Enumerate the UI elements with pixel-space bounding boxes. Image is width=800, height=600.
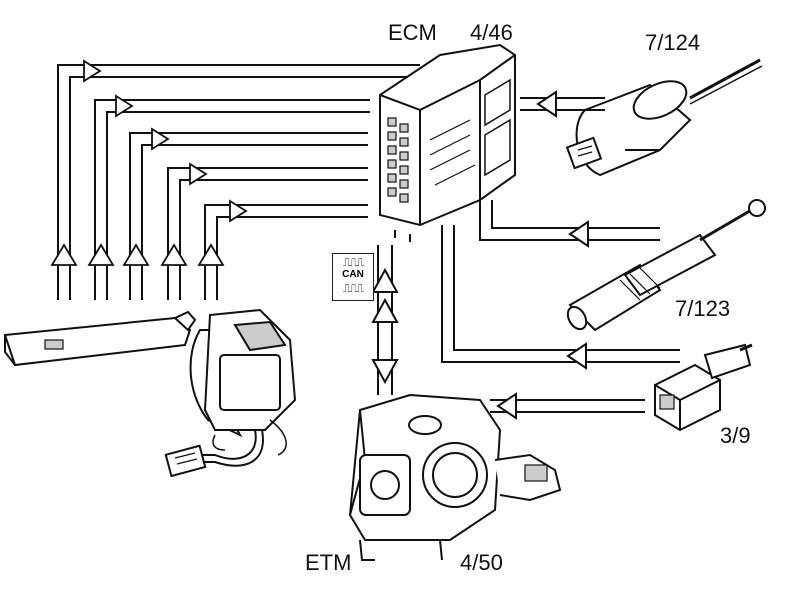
pedal-sensor-7-123 <box>566 199 766 332</box>
switch-3-9 <box>654 343 753 432</box>
etm-part-number: 4/50 <box>460 550 503 575</box>
lever-switch-assembly <box>3 308 297 478</box>
etm-module <box>348 393 562 561</box>
ecm-module <box>379 43 516 242</box>
arrow-switch-to-ecm <box>441 225 680 370</box>
switch-part-number: 3/9 <box>720 423 751 448</box>
can-bus-badge: ⎍⎍⎍ CAN ⎍⎍⎍ <box>332 253 374 301</box>
pulse-wave-icon-lower: ⎍⎍⎍ <box>342 282 364 295</box>
etm-label: ETM <box>305 550 352 575</box>
arrow-sensor-to-ecm <box>520 90 605 118</box>
up-arrows-left <box>50 243 225 266</box>
arrow-switch-to-etm <box>490 392 645 420</box>
sensor-top-part-number: 7/124 <box>645 30 701 55</box>
can-label: CAN <box>342 269 364 280</box>
pulse-wave-icon: ⎍⎍⎍ <box>342 256 364 269</box>
ecm-label: ECM <box>388 20 437 45</box>
can-link <box>371 245 399 395</box>
right-arrows-left <box>83 59 248 223</box>
ecm-part-number: 4/46 <box>470 20 513 45</box>
pedal-sensor-part-number: 7/123 <box>675 296 731 321</box>
sensor-7-124 <box>565 58 763 177</box>
arrow-pedal-to-ecm <box>479 200 660 248</box>
